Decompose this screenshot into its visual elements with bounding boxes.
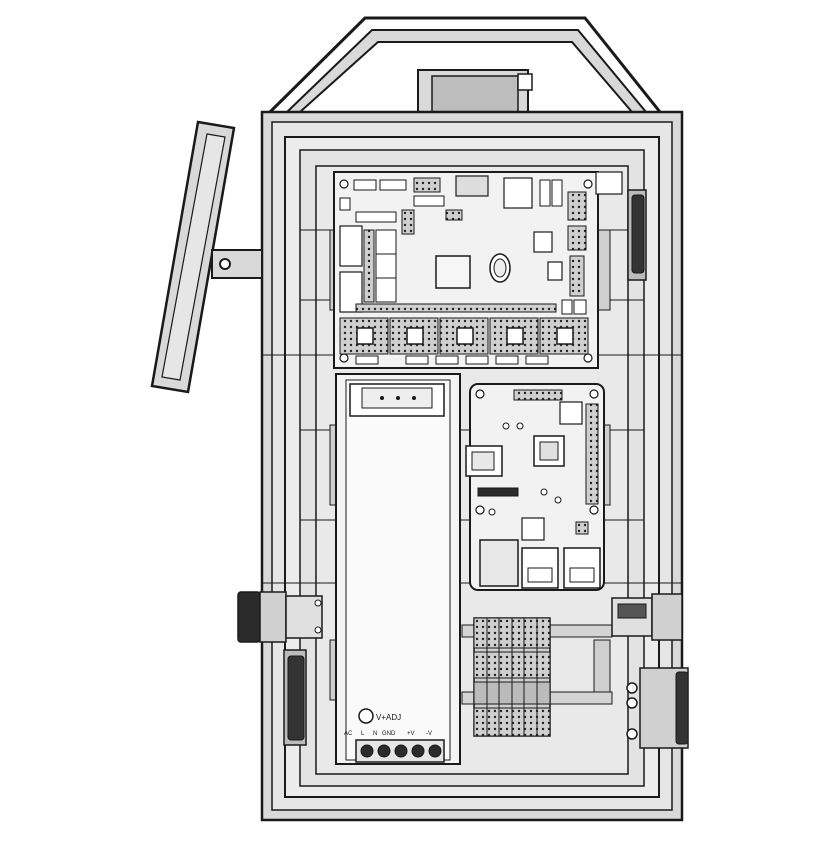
fan-bottom-right	[626, 667, 689, 749]
fan-top-right	[627, 189, 647, 281]
single-board-computer	[465, 383, 605, 591]
psu-term-label-1: L	[361, 731, 365, 737]
psu-terminal-block: L N GND +V -V AC	[344, 731, 445, 763]
controller-board	[333, 171, 623, 369]
switch-right	[611, 593, 683, 641]
terminal-block-bank	[473, 617, 551, 737]
power-inlet-left	[237, 591, 323, 643]
carry-handle	[268, 16, 662, 114]
psu-term-label-ac: AC	[344, 731, 353, 737]
psu-term-label-2: N	[373, 731, 377, 737]
psu-adj-label: V+ADJ	[376, 713, 401, 722]
psu-term-label-5: -V	[426, 731, 432, 737]
lcd-display-panel	[150, 120, 263, 394]
fan-bottom-left	[283, 649, 307, 746]
psu-term-label-3: GND	[382, 731, 396, 737]
stepper-driver-row	[339, 317, 589, 355]
psu-term-label-4: +V	[407, 731, 415, 737]
power-supply-unit: V+ADJ L N GND +V -V AC	[335, 373, 461, 765]
